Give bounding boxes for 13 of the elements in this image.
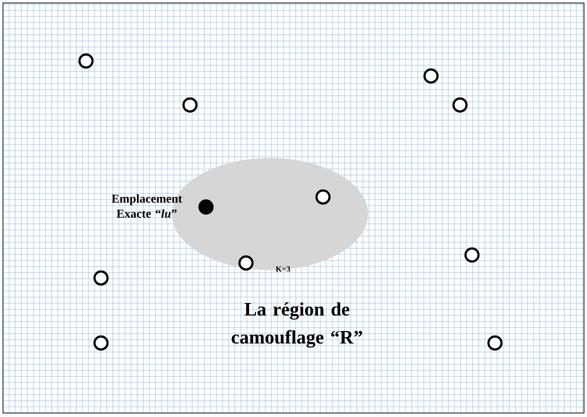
hollow-dot [93,335,109,351]
hollow-dot [182,97,198,113]
hollow-dot [315,189,331,205]
hollow-dot [93,270,109,286]
hollow-dot [487,335,503,351]
region-title: La région de camouflage “R” [232,302,362,348]
location-label: Emplacement Exacte “lu” [112,194,182,218]
hollow-dot [464,247,480,263]
hollow-dot [423,68,439,84]
hollow-dot [78,53,94,69]
hollow-dot [238,255,254,271]
region-label: K=3 [276,266,290,272]
hollow-dot [452,97,468,113]
